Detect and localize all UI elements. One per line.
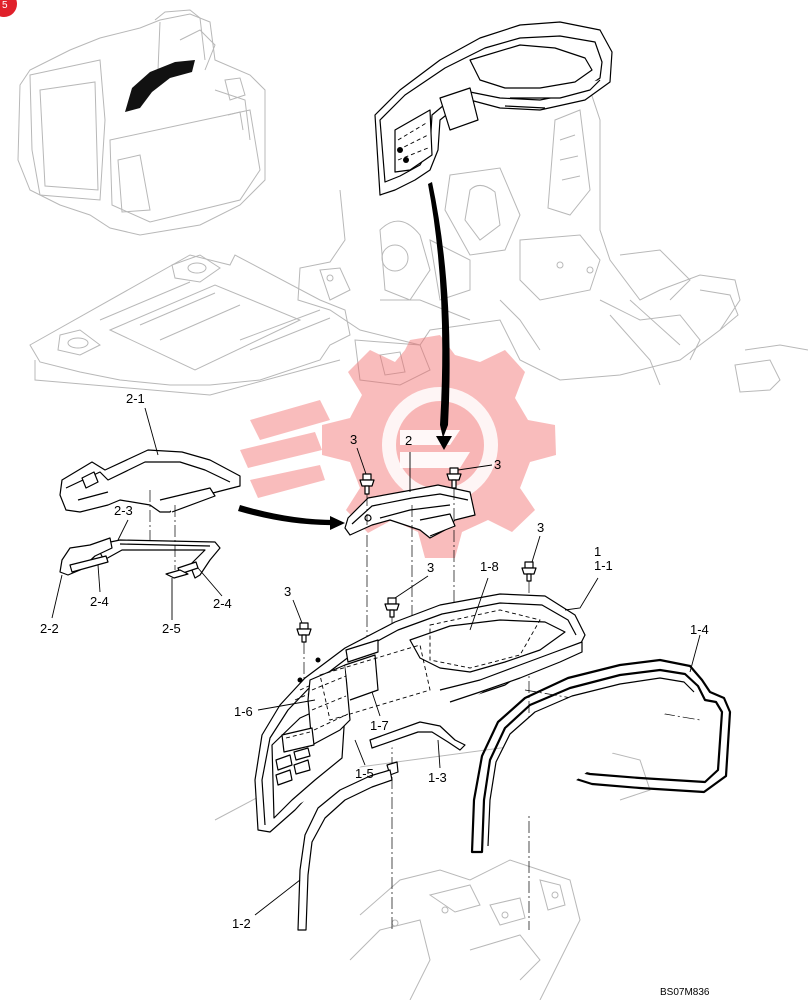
- callout-1-6: 1-6: [234, 704, 253, 719]
- part-1-cover: [254, 593, 586, 833]
- part-1-8-hidden: [319, 609, 541, 721]
- part-2-4a: [69, 555, 109, 573]
- drawing-code: BS07M836: [660, 987, 710, 998]
- callout-1-3: 1-3: [428, 770, 447, 785]
- callout-labels: 2-1 2 3 3 2-3 2-2 2-4 2-5 2-4 3 1 1-1 3 …: [40, 391, 709, 931]
- callout-3d: 3: [537, 520, 544, 535]
- callout-2: 2: [405, 433, 412, 448]
- bolt-3a: [359, 473, 375, 495]
- callout-1-7: 1-7: [370, 718, 389, 733]
- part-1-7: [345, 639, 379, 663]
- bolt-3d: [384, 597, 400, 618]
- part-1-4-seal: [470, 658, 732, 854]
- part-2-5: [165, 569, 189, 579]
- callout-1-1: 1-1: [594, 558, 613, 573]
- ghost-frame-left: [29, 254, 431, 396]
- arrow-cover-to-part2: [428, 182, 452, 450]
- callout-1-5: 1-5: [355, 766, 374, 781]
- page-badge: 5: [0, 0, 17, 17]
- watermark-logo: [240, 335, 556, 558]
- part-1-3: [369, 721, 466, 751]
- callout-1-4: 1-4: [690, 622, 709, 637]
- bolt-3c: [296, 622, 312, 643]
- callout-1-2: 1-2: [232, 916, 251, 931]
- part-2-1: [59, 449, 241, 513]
- callout-2-3: 2-3: [114, 503, 133, 518]
- callout-2-2: 2-2: [40, 621, 59, 636]
- machine-thumbnail: [17, 9, 266, 236]
- callout-3a: 3: [350, 432, 357, 447]
- callout-3e: 3: [427, 560, 434, 575]
- thumbnail-highlight: [125, 60, 195, 112]
- ghost-frame-upper: [297, 69, 808, 393]
- callout-1: 1: [594, 544, 601, 559]
- leader-lines: [51, 407, 701, 916]
- callout-2-1: 2-1: [126, 391, 145, 406]
- callout-3b: 3: [494, 457, 501, 472]
- arrow-part21-to-part2: [238, 505, 345, 530]
- callout-3c: 3: [284, 584, 291, 599]
- callout-2-5: 2-5: [162, 621, 181, 636]
- svg-text:5: 5: [2, 0, 8, 11]
- part-2: [344, 484, 476, 539]
- bolt-3e: [521, 561, 537, 582]
- callout-1-8: 1-8: [480, 559, 499, 574]
- callout-2-4a: 2-4: [90, 594, 109, 609]
- part-1-6: [281, 654, 379, 753]
- part-1-2-seal: [297, 769, 393, 931]
- part-2-3: [95, 539, 221, 579]
- installed-cover-assembly: [374, 21, 613, 196]
- bolt-3b: [446, 467, 462, 489]
- callout-2-4b: 2-4: [213, 596, 232, 611]
